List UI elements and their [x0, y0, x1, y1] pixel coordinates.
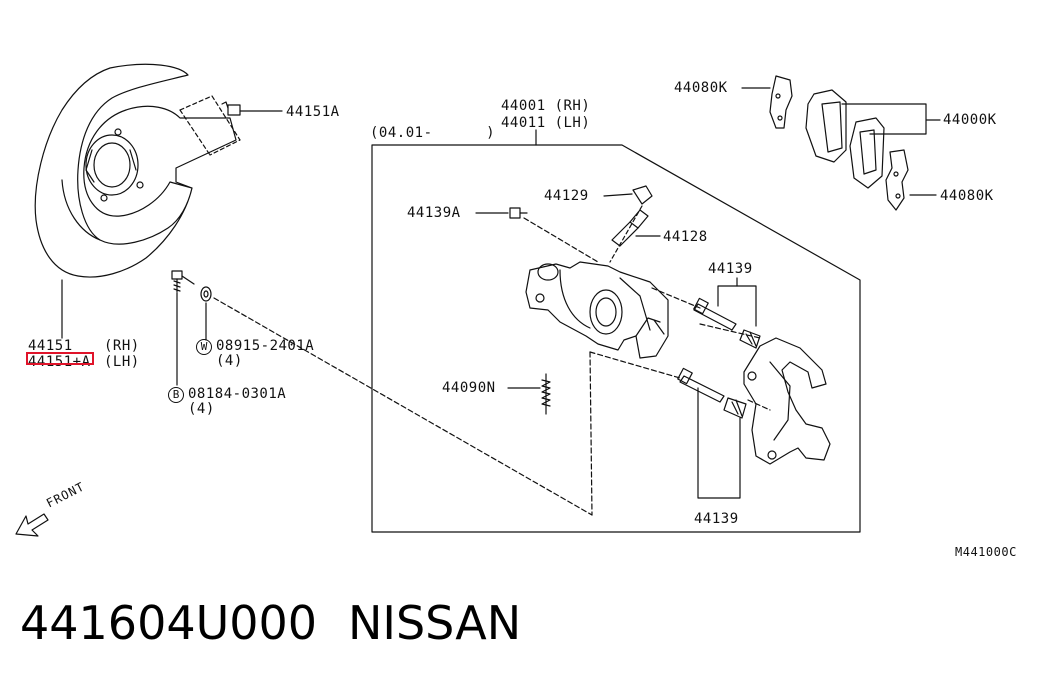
pad-shim-bottom-drawing	[885, 149, 937, 211]
label-44090N: 44090N	[442, 380, 496, 396]
part-number: 441604U000	[20, 596, 318, 650]
bleeder-screw-44128-drawing	[611, 209, 661, 247]
leader-44000K	[841, 103, 941, 135]
caliper-body-drawing	[525, 261, 669, 359]
caliper-assembly-frame	[371, 144, 861, 533]
brake-pad-inner-drawing	[805, 89, 847, 163]
brand-name: NISSAN	[348, 596, 522, 650]
label-44001-rh: 44001 (RH)	[501, 98, 591, 114]
bolt-08184-drawing	[171, 270, 195, 386]
label-44080K-bottom: 44080K	[940, 188, 994, 204]
label-qty-08184: (4)	[188, 401, 215, 417]
guide-pin-44139-bottom-drawing	[677, 367, 747, 499]
bolt-44151A-drawing	[221, 101, 283, 116]
leader-dashed-44128	[609, 205, 643, 263]
label-44129: 44129	[544, 188, 589, 204]
label-44139A: 44139A	[407, 205, 461, 221]
brake-pad-outer-drawing	[849, 117, 885, 189]
front-arrow-icon	[15, 513, 49, 537]
spring-44090N-drawing	[507, 373, 551, 415]
pad-shim-top-drawing	[741, 75, 793, 129]
washer-symbol-icon: W	[196, 339, 212, 355]
guide-pin-44139-top-drawing	[693, 277, 761, 349]
label-qty-08915: (4)	[216, 353, 243, 369]
label-44011-lh: 44011 (LH)	[501, 115, 591, 131]
label-08184-0301A: 08184-0301A	[188, 386, 287, 402]
washer-08915-drawing	[200, 286, 212, 341]
leader-dashed-44139A	[523, 217, 599, 263]
leader-dashed-44151A	[179, 95, 241, 156]
bolt-44139A-drawing	[475, 207, 528, 219]
label-44139-top: 44139	[708, 261, 753, 277]
label-rh-44151: (RH)	[104, 338, 140, 354]
label-44000K: 44000K	[943, 112, 997, 128]
label-date-range: (04.01- )	[370, 125, 496, 141]
leader-dashed-washer	[213, 297, 593, 516]
bolt-symbol-icon: B	[168, 387, 184, 403]
label-08915-2401A: 08915-2401A	[216, 338, 315, 354]
label-44151A: 44151A	[286, 104, 340, 120]
leader-dashed-guide	[589, 287, 771, 516]
backing-plate-drawing	[34, 63, 237, 278]
caliper-bracket-drawing	[743, 337, 831, 465]
diagram-code: M441000C	[955, 545, 1017, 559]
bleeder-cap-44129-drawing	[603, 185, 653, 205]
label-44151: 44151	[28, 338, 73, 354]
label-44080K-top: 44080K	[674, 80, 728, 96]
highlight-box-44151A-lh[interactable]	[26, 352, 94, 365]
label-44128: 44128	[663, 229, 708, 245]
label-44151A-lh: 44151+A	[28, 354, 91, 370]
label-44139-bottom: 44139	[694, 511, 739, 527]
label-lh-44151: (LH)	[104, 354, 140, 370]
